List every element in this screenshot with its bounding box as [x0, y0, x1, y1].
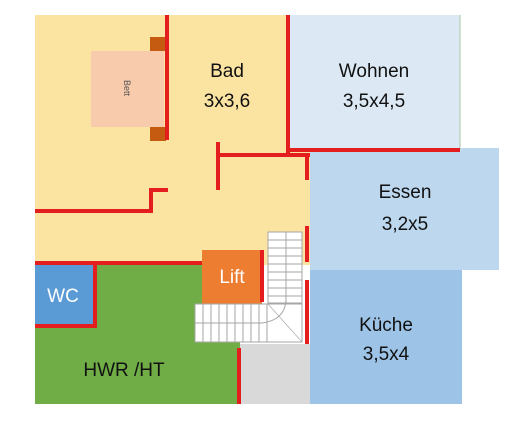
bed-post-bottom: [150, 127, 166, 141]
wohnen-area: [290, 15, 460, 150]
walls: [35, 15, 460, 404]
bed-label: Bett: [122, 80, 132, 97]
essen-name: Essen: [379, 182, 432, 203]
wohnen-size: 3,5x4,5: [343, 91, 405, 112]
bad-size: 3x3,6: [204, 91, 250, 112]
essen-size: 3,2x5: [382, 214, 428, 235]
hwr-name: HWR /HT: [83, 360, 165, 381]
kueche-area: [310, 270, 462, 404]
bad-name: Bad: [210, 61, 244, 82]
wohnen-name: Wohnen: [339, 61, 409, 82]
bad-lower-area: [35, 150, 310, 265]
lift-area: [202, 250, 262, 304]
staircase: [194, 231, 303, 343]
bed-post-top: [150, 37, 166, 51]
lift-name: Lift: [219, 267, 245, 288]
bed: [91, 51, 164, 127]
wc-name: WC: [47, 286, 79, 307]
stair-landing: [240, 344, 310, 404]
kueche-name: Küche: [359, 315, 413, 336]
wc-area: [35, 265, 95, 325]
kueche-size: 3,5x4: [363, 344, 410, 365]
essen-area: [310, 148, 499, 270]
